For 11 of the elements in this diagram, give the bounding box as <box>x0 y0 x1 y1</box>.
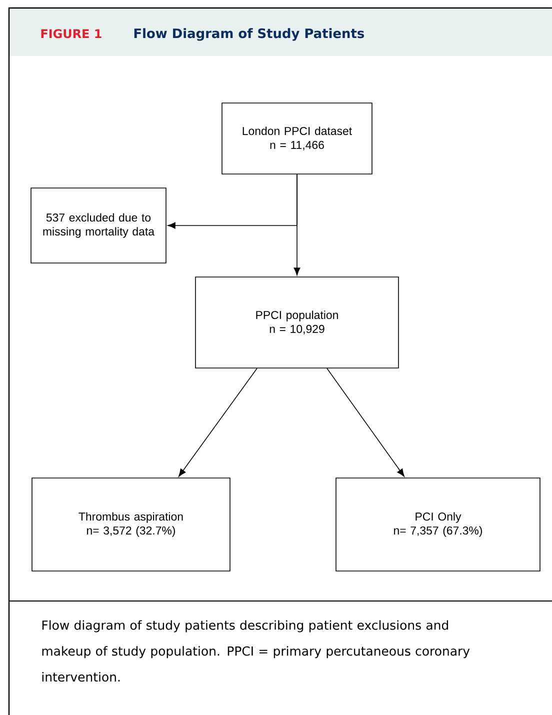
figure-title: Flow Diagram of Study Patients <box>134 28 364 41</box>
figure-number: FIGURE 1 <box>41 29 102 38</box>
arrow <box>294 174 300 276</box>
process-box: PCI Only n= 7,357 (67.3%) <box>336 478 540 572</box>
caption: Flow diagram of study patients describing patient exclusions and makeup of study population. PPCI = primary percutaneous coronary intervention. <box>42 620 470 682</box>
arrow <box>326 368 404 477</box>
process-box: 537 excluded due to missing mortality data <box>30 188 166 264</box>
process-box: Thrombus aspiration n= 3,572 (32.7%) <box>32 478 230 572</box>
arrow <box>178 368 258 477</box>
process-box: London PPCI dataset n = 11,466 <box>222 102 372 174</box>
process-box: PPCI population n = 10,929 <box>195 276 399 368</box>
